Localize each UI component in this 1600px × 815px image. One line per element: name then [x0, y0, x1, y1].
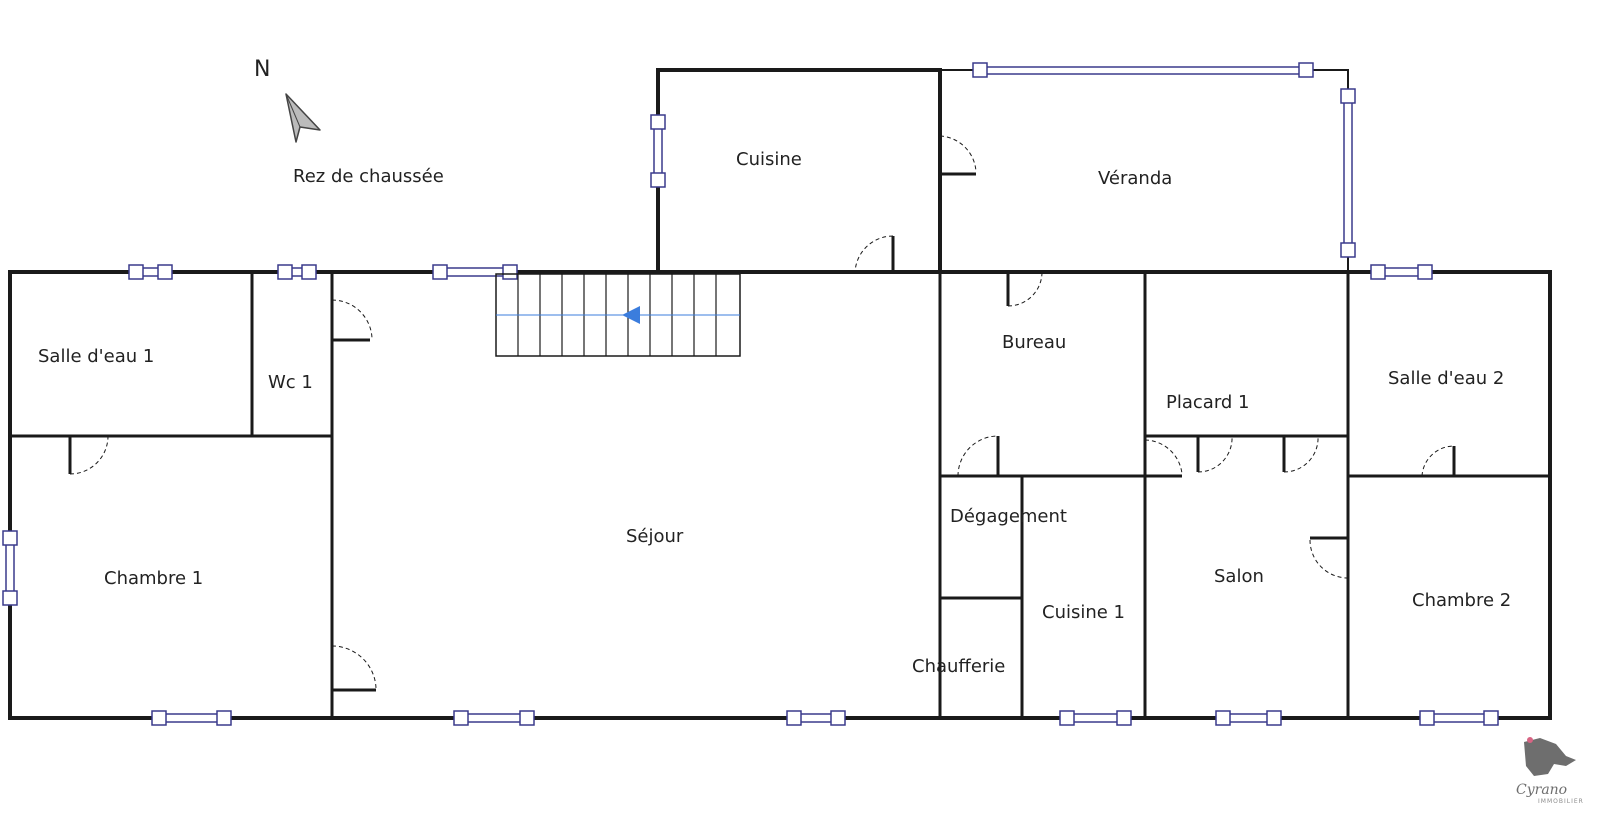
room-label-chambre-1: Chambre 1	[104, 568, 203, 589]
doors	[68, 135, 1456, 692]
staircase	[495, 273, 741, 357]
windows	[2, 62, 1499, 726]
level-title: Rez de chaussée	[293, 166, 444, 187]
logo-tagline: IMMOBILIER	[1538, 798, 1584, 805]
room-label-bureau: Bureau	[1002, 332, 1066, 353]
north-label: N	[254, 57, 270, 82]
room-label-cuisine: Cuisine	[736, 149, 802, 170]
brand-logo: Cyrano IMMOBILIER	[1512, 732, 1592, 808]
room-label-veranda: Véranda	[1098, 168, 1172, 189]
room-label-chambre-2: Chambre 2	[1412, 590, 1511, 611]
stair-direction-arrow-icon	[622, 306, 640, 324]
room-label-chaufferie: Chaufferie	[912, 656, 1005, 677]
logo-brand-text: Cyrano	[1516, 782, 1567, 798]
walls	[8, 68, 1552, 720]
compass-arrow-icon	[285, 93, 321, 143]
room-label-salle-deau-1: Salle d'eau 1	[38, 346, 154, 367]
room-label-cuisine-1: Cuisine 1	[1042, 602, 1125, 623]
room-label-wc-1: Wc 1	[268, 372, 313, 393]
room-label-placard-1: Placard 1	[1166, 392, 1250, 413]
room-label-salle-deau-2: Salle d'eau 2	[1388, 368, 1504, 389]
room-label-degagement: Dégagement	[950, 506, 1067, 527]
room-label-salon: Salon	[1214, 566, 1264, 587]
room-label-sejour: Séjour	[626, 526, 684, 547]
logo-mark-icon	[1524, 738, 1576, 776]
room-labels: Salle d'eau 1 Wc 1 Chambre 1 Séjour Cuis…	[38, 149, 1511, 677]
north-arrow: N	[254, 57, 321, 143]
